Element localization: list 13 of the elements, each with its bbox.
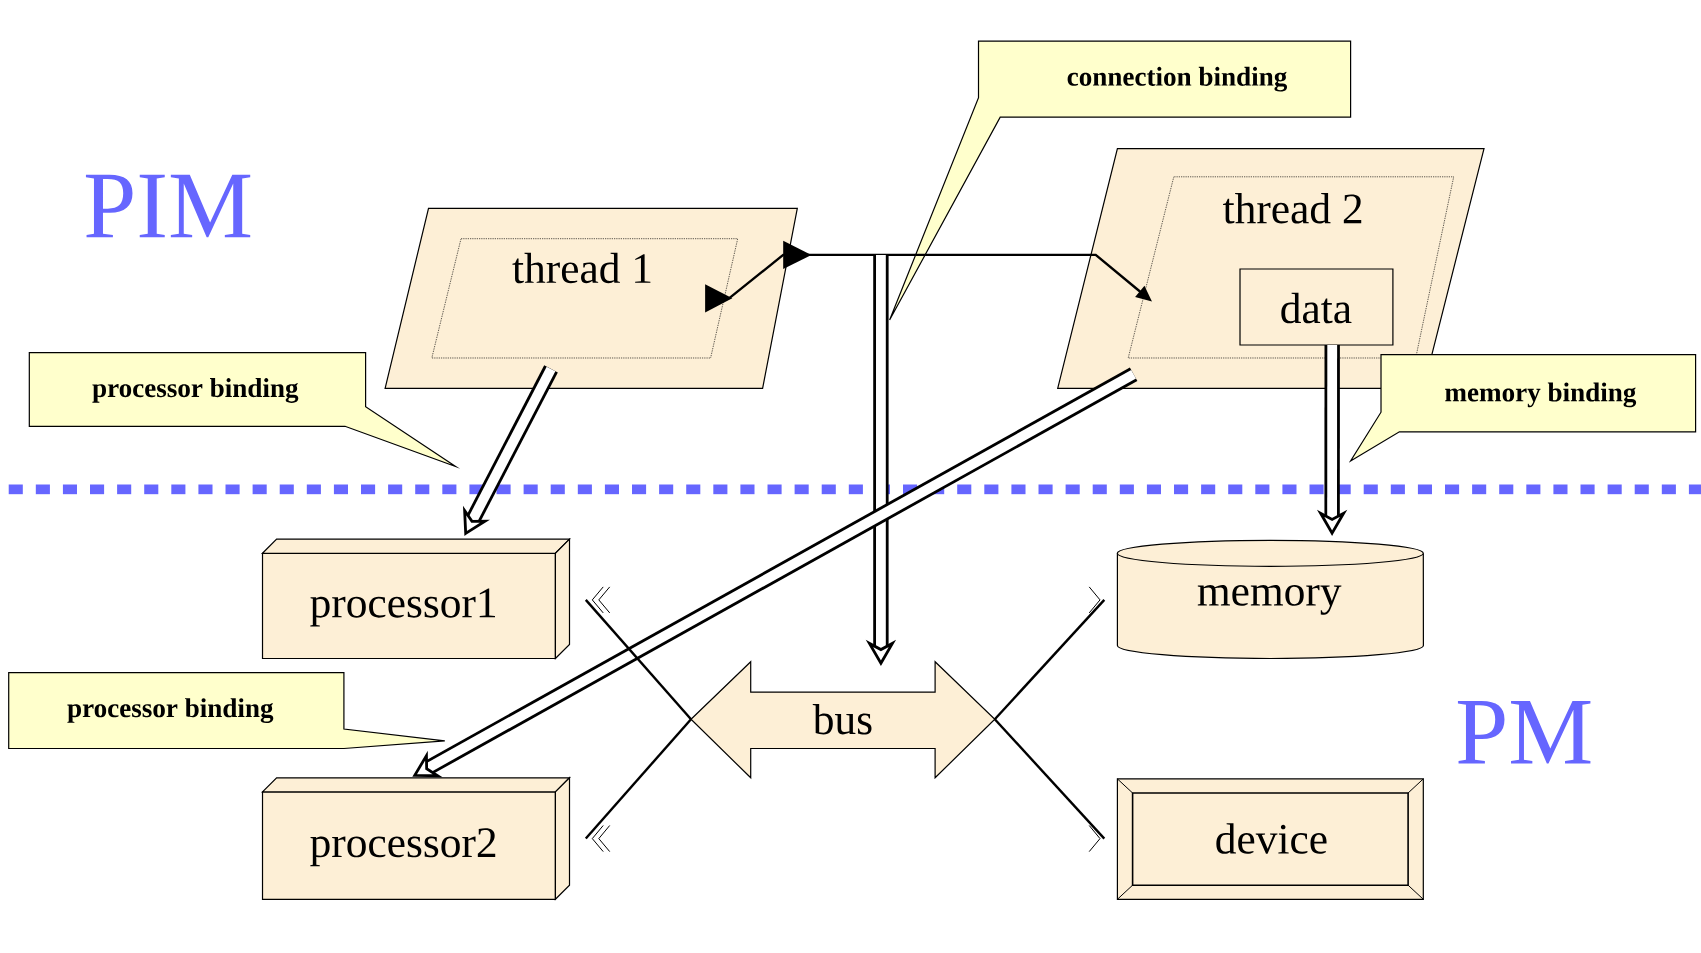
data-box: data <box>1239 268 1394 346</box>
memory-cylinder: memory <box>1116 539 1424 660</box>
connection-line <box>993 586 1106 720</box>
layer-label: PM <box>1457 701 1591 764</box>
callout-box: processor binding <box>28 352 461 469</box>
layer-label: PIM <box>85 174 251 238</box>
connection-line <box>584 586 692 720</box>
connection-line <box>584 718 692 853</box>
connection-line <box>993 718 1106 853</box>
device-box: device <box>1116 778 1424 900</box>
processor-box: processor1 <box>261 537 571 660</box>
callout-box: memory binding <box>1348 354 1697 463</box>
callout-box: processor binding <box>8 672 446 750</box>
